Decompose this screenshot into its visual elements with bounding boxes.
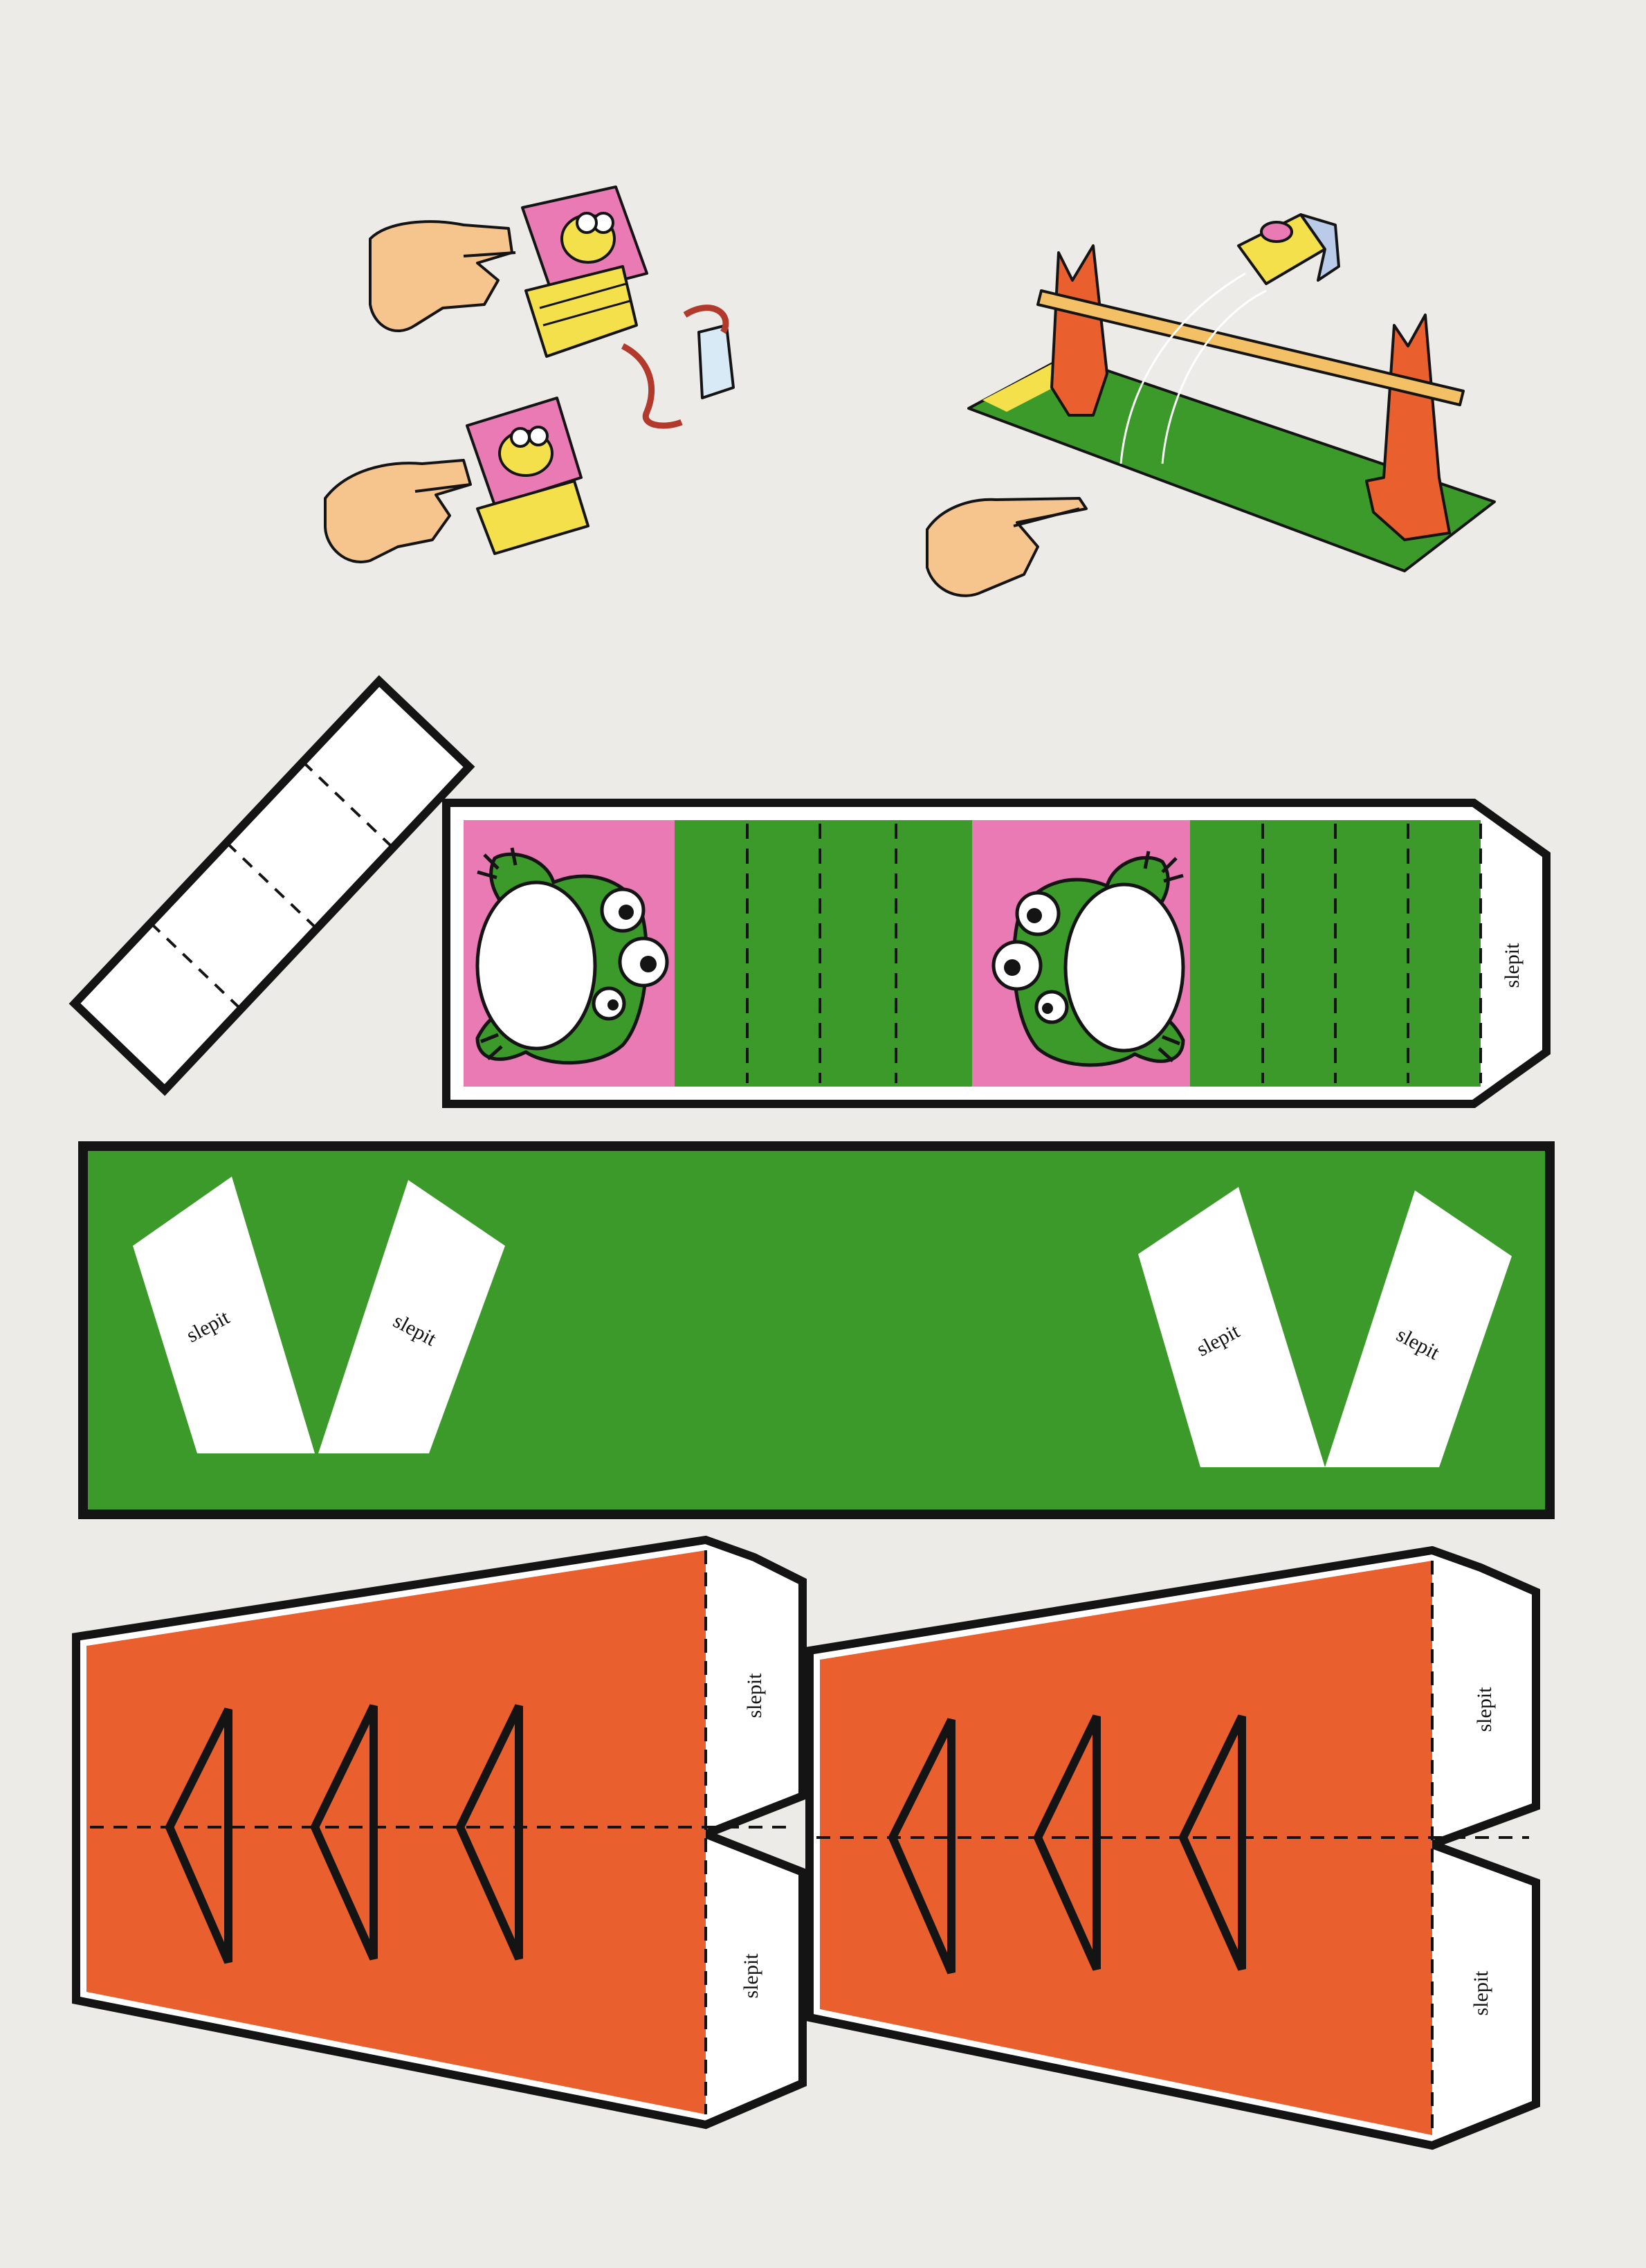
diagonal-white-strip (68, 675, 475, 1096)
green-base-board: slepit slepit slepit slepit (78, 1141, 1555, 1519)
frog-icon (991, 851, 1185, 1067)
hurdle-post-right: slepit slepit (805, 1545, 1540, 2150)
finger-flicking-frog-over-hurdle-icon (926, 213, 1496, 597)
hurdle-post-left: slepit slepit (72, 1535, 807, 2130)
glue-label: slepit (1473, 1687, 1496, 1732)
hands-assembling-frog-launcher-icon (324, 185, 735, 563)
frog-launcher-strip: slepit (442, 799, 1551, 1108)
glue-label: slepit (1470, 1970, 1492, 2016)
glue-label: slepit (743, 1673, 766, 1718)
glue-label: slepit (740, 1953, 762, 1999)
frog-icon (475, 847, 669, 1065)
glue-label: slepit (1501, 943, 1524, 988)
